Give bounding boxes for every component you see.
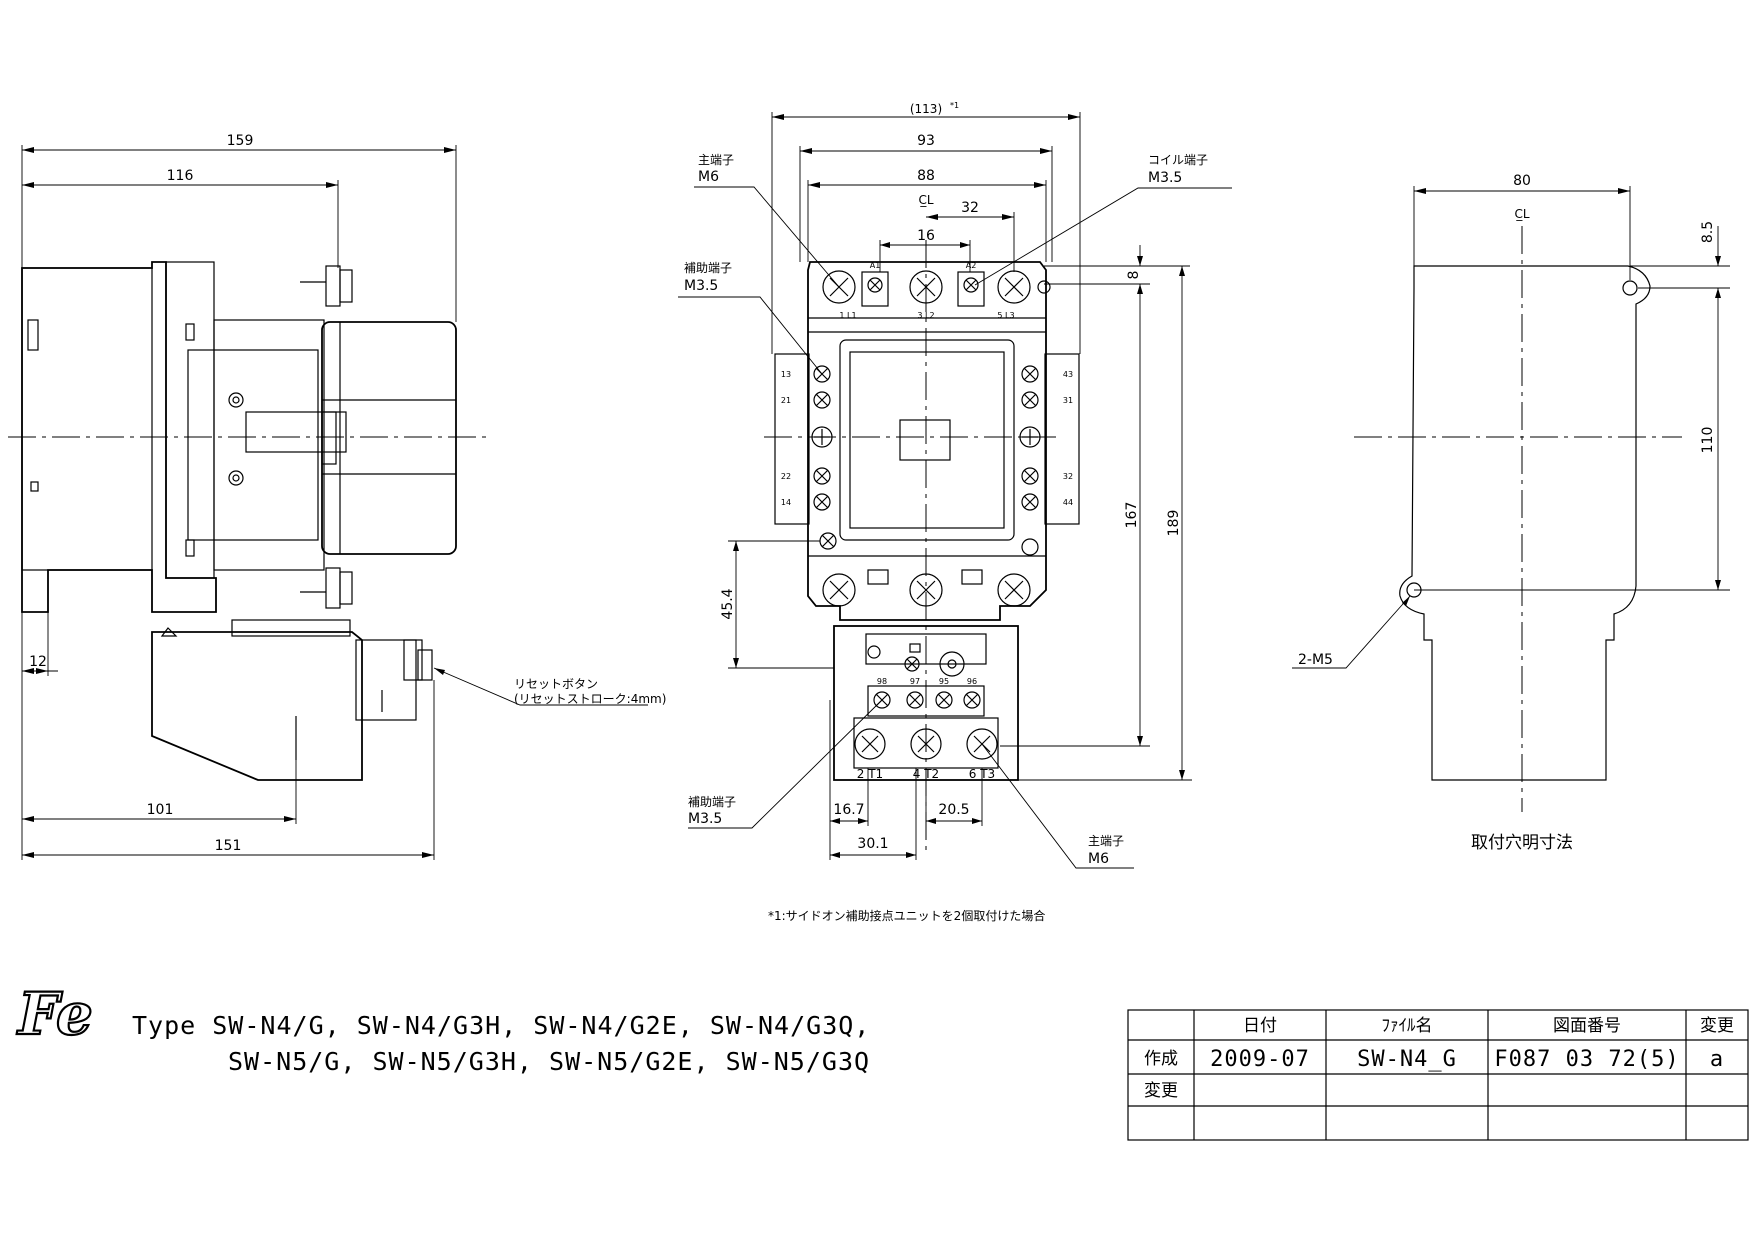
front-view-labels: (113) *1 93 88 32 16 C̲L 8 167 189 45.4 …: [684, 101, 1208, 867]
dim-8: 8: [1126, 271, 1142, 280]
dim-8-5: 8.5: [1700, 221, 1716, 243]
header-date: 日付: [1243, 1016, 1277, 1036]
terminal-l3: 5 L3: [997, 311, 1014, 320]
dim-159: 159: [227, 133, 254, 149]
dim-113-note: *1: [950, 101, 959, 110]
dim-45-4: 45.4: [720, 588, 736, 619]
dim-167: 167: [1124, 502, 1140, 529]
side-view-dimensions: [21, 145, 648, 860]
dim-189: 189: [1166, 510, 1182, 537]
aux-right-32: 32: [1063, 472, 1073, 481]
terminal-t3: 6 T3: [969, 767, 995, 781]
aux-right-43: 43: [1063, 370, 1073, 379]
dim-12: 12: [29, 654, 47, 670]
dim-116: 116: [167, 168, 194, 184]
centerline-mark-mount: C̲L: [1514, 207, 1529, 221]
coil-terminal-size: M3.5: [1148, 170, 1182, 186]
side-view-labels: 159 116 12 101 151 リセットボタン (リセットストローク:4m…: [29, 133, 666, 854]
terminal-t1: 2 T1: [857, 767, 883, 781]
type-line-1: Type SW-N4/G, SW-N4/G3H, SW-N4/G2E, SW-N…: [132, 1011, 870, 1040]
dim-101: 101: [147, 802, 174, 818]
dim-151: 151: [215, 838, 242, 854]
dim-113: (113): [910, 102, 942, 116]
row-created-number: F087 03 72(5): [1494, 1047, 1679, 1072]
aux-terminal-bottom-size: M3.5: [688, 811, 722, 827]
aux-terminal-top-label: 補助端子: [684, 261, 732, 275]
row-created-label: 作成: [1144, 1049, 1178, 1069]
centerline-mark-front: C̲L: [918, 193, 933, 207]
dim-110: 110: [1700, 427, 1716, 454]
aux-left-13: 13: [781, 370, 791, 379]
footnote: *1:サイドオン補助接点ユニットを2個取付けた場合: [768, 908, 1045, 923]
row-created-date: 2009-07: [1210, 1047, 1310, 1072]
dim-16-7: 16.7: [833, 802, 864, 818]
aux-right-44: 44: [1063, 498, 1073, 507]
main-terminal-top-size: M6: [698, 169, 719, 185]
ol-aux-96: 96: [967, 677, 977, 686]
terminal-t2: 4 T2: [913, 767, 939, 781]
aux-terminal-top-size: M3.5: [684, 278, 718, 294]
header-file: ﾌｧｲﾙ名: [1382, 1016, 1433, 1036]
fe-logo: Fe: [15, 979, 94, 1049]
dim-20-5: 20.5: [938, 802, 969, 818]
header-number: 図面番号: [1553, 1016, 1621, 1036]
mounting-caption: 取付穴明寸法: [1471, 833, 1573, 853]
ol-aux-97: 97: [910, 677, 920, 686]
mounting-view: [1292, 186, 1730, 812]
main-terminal-bottom-size: M6: [1088, 851, 1109, 867]
terminal-a1: A1: [870, 261, 881, 270]
dim-30-1: 30.1: [857, 836, 888, 852]
title-block: 日付 ﾌｧｲﾙ名 図面番号 変更 作成 2009-07 SW-N4_G F087…: [1127, 1009, 1749, 1141]
row-revised-label: 変更: [1144, 1081, 1178, 1101]
dim-32: 32: [961, 200, 979, 216]
header-change: 変更: [1700, 1016, 1734, 1036]
row-created-change: a: [1710, 1047, 1724, 1072]
coil-terminal-label: コイル端子: [1148, 153, 1208, 167]
type-line-2: SW-N5/G, SW-N5/G3H, SW-N5/G2E, SW-N5/G3Q: [228, 1047, 870, 1076]
reset-stroke-label: (リセットストローク:4mm): [514, 692, 666, 706]
aux-left-22: 22: [781, 472, 791, 481]
aux-terminal-bottom-label: 補助端子: [688, 795, 736, 809]
fe-logo-text: Fe: [16, 980, 93, 1048]
ol-aux-98: 98: [877, 677, 887, 686]
row-created-file: SW-N4_G: [1357, 1047, 1457, 1072]
dim-16: 16: [917, 228, 935, 244]
aux-left-21: 21: [781, 396, 791, 405]
front-view: [764, 240, 1080, 850]
dim-88: 88: [917, 168, 935, 184]
terminal-a2: A2: [966, 261, 977, 270]
ol-aux-95: 95: [939, 677, 949, 686]
terminal-l2: 3 L2: [917, 311, 934, 320]
dim-80: 80: [1513, 173, 1531, 189]
dim-93: 93: [917, 133, 935, 149]
mounting-view-labels: 80 C̲L 8.5 110 2-M5 取付穴明寸法: [1298, 173, 1716, 853]
reset-button-label: リセットボタン: [514, 677, 598, 691]
main-terminal-bottom-label: 主端子: [1088, 834, 1124, 848]
mounting-holes-label: 2-M5: [1298, 652, 1333, 668]
main-terminal-top-label: 主端子: [698, 153, 734, 167]
aux-left-14: 14: [781, 498, 791, 507]
side-view: [8, 261, 488, 781]
terminal-l1: 1 L1: [839, 311, 856, 320]
aux-right-31: 31: [1063, 396, 1073, 405]
front-view-dimensions: [678, 112, 1232, 869]
